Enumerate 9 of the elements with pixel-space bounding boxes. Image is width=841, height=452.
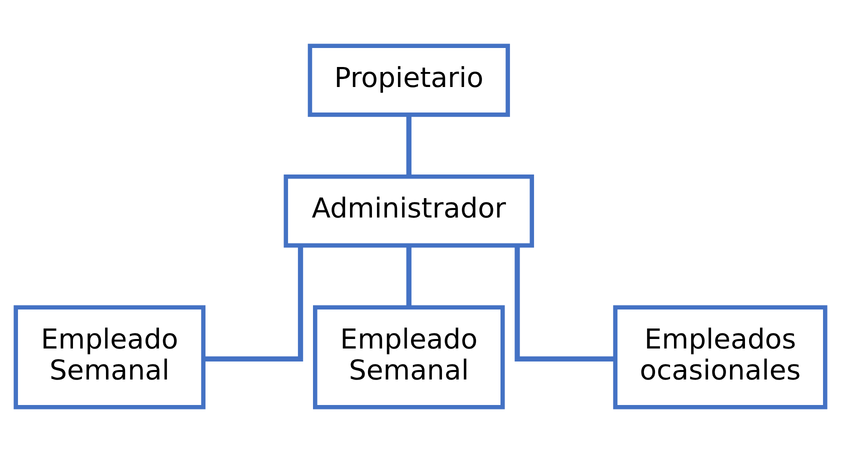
node-box: Propietario <box>308 43 510 116</box>
connector <box>406 114 412 176</box>
node-box: Empleado Semanal <box>14 304 206 409</box>
connector <box>203 246 304 362</box>
connector <box>406 245 412 307</box>
connector <box>514 246 616 362</box>
node-box: Administrador <box>284 174 534 248</box>
node-box: Empleado Semanal <box>313 304 505 409</box>
node-box: Empleados ocasionales <box>613 304 828 409</box>
